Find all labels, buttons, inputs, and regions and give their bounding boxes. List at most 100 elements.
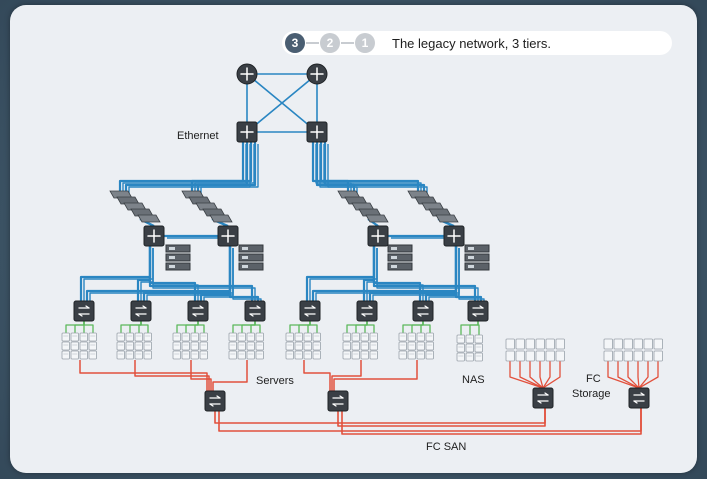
server-unit [416,332,425,342]
switch-arrow [85,305,90,309]
server-stack-2[interactable] [116,332,152,360]
fc-storage-array-2[interactable] [603,338,663,362]
access-switch-5[interactable] [299,300,321,322]
switch-arrow [304,313,309,317]
server-unit [398,332,407,342]
step-1-indicator[interactable] [355,33,375,53]
server-unit [181,341,190,351]
server-stack-7[interactable] [398,332,434,360]
distribution-router-1[interactable] [143,225,165,247]
fc-san-link [134,360,210,391]
server-uplink [185,321,199,333]
server-unit [255,350,264,360]
switch-port [468,247,474,250]
server-unit [312,332,321,342]
storage-unit [623,350,633,362]
access-switch-7[interactable] [412,300,434,322]
storage-unit [555,338,565,350]
storage-unit [603,350,613,362]
distribution-switch-stack-2[interactable] [238,244,264,271]
server-uplink [402,321,424,333]
aggregation-chassis-4[interactable] [407,190,459,223]
server-unit [425,341,434,351]
aggregation-chassis-3[interactable] [337,190,389,223]
server-uplink [309,321,318,333]
fc-san-switch-2[interactable] [327,390,349,412]
access-switch-3[interactable] [187,300,209,322]
server-stack-6[interactable] [342,332,378,360]
server-unit [425,332,434,342]
access-switch-6[interactable] [356,300,378,322]
distribution-switch-stack-3[interactable] [387,244,413,271]
server-stack-4[interactable] [228,332,264,360]
server-unit [351,332,360,342]
access-switch-2[interactable] [130,300,152,322]
aggregation-chassis-2[interactable] [181,190,233,223]
server-unit [143,350,152,360]
fc-san-link [333,360,418,391]
access-switch-1[interactable] [73,300,95,322]
switch-unit [165,262,191,271]
server-unit [172,341,181,351]
server-unit [237,350,246,360]
distribution-router-2[interactable] [217,225,239,247]
distribution-router-3[interactable] [367,225,389,247]
server-unit [116,341,125,351]
switch-icon [327,390,349,412]
switch-arrow [633,400,638,404]
ethernet-core-switch-left[interactable] [236,121,258,143]
switch-arrow [135,313,140,317]
diagram-title: The legacy network, 3 tiers. [392,36,551,51]
server-unit [134,341,143,351]
distribution-access-link [368,246,458,301]
storage-unit [633,350,643,362]
core-distribution-link [196,142,257,191]
server-stack-5[interactable] [285,332,321,360]
distribution-switch-stack-4[interactable] [464,244,490,271]
fc-san-link [212,360,248,391]
nas-stack[interactable] [456,334,483,362]
switch-icon [356,300,378,322]
fc-san-switch-1[interactable] [204,390,226,412]
distribution-switch-stack-1[interactable] [165,244,191,271]
distribution-access-link [152,248,256,303]
access-switch-4[interactable] [244,300,266,322]
server-unit [294,350,303,360]
fc-san-switch-3[interactable] [532,387,554,409]
switch-icon [130,300,152,322]
server-unit [134,350,143,360]
server-unit [79,332,88,342]
server-unit [456,343,465,353]
storage-arrays [505,338,663,362]
aggregation-chassis-1[interactable] [109,190,161,223]
access-switch-8[interactable] [467,300,489,322]
server-stack-3[interactable] [172,332,208,360]
core-router-right[interactable] [306,63,328,85]
server-unit [465,343,474,353]
storage-unit [633,338,643,350]
core-distribution-link [124,142,249,191]
nas-uplink [477,321,480,335]
storage-link [519,361,544,389]
server-unit [456,352,465,362]
step-3-indicator[interactable] [285,33,305,53]
core-router-left[interactable] [236,63,258,85]
step-2-indicator[interactable] [320,33,340,53]
step-1-label: 1 [362,36,369,50]
fc-san-trunk [218,408,642,432]
server-unit [125,332,134,342]
distribution-router-4[interactable] [443,225,465,247]
fc-san-switch-4[interactable] [628,387,650,409]
ethernet-links [79,142,485,303]
ethernet-core-switch-right[interactable] [306,121,328,143]
fc-storage-array-1[interactable] [505,338,565,362]
storage-unit [545,350,555,362]
switch-unit [165,253,191,262]
chassis-unit [209,214,233,223]
server-stack-1[interactable] [61,332,97,360]
switch-unit [464,244,490,253]
switch-port [242,265,248,268]
storage-link [607,361,640,389]
storage-unit [545,338,555,350]
